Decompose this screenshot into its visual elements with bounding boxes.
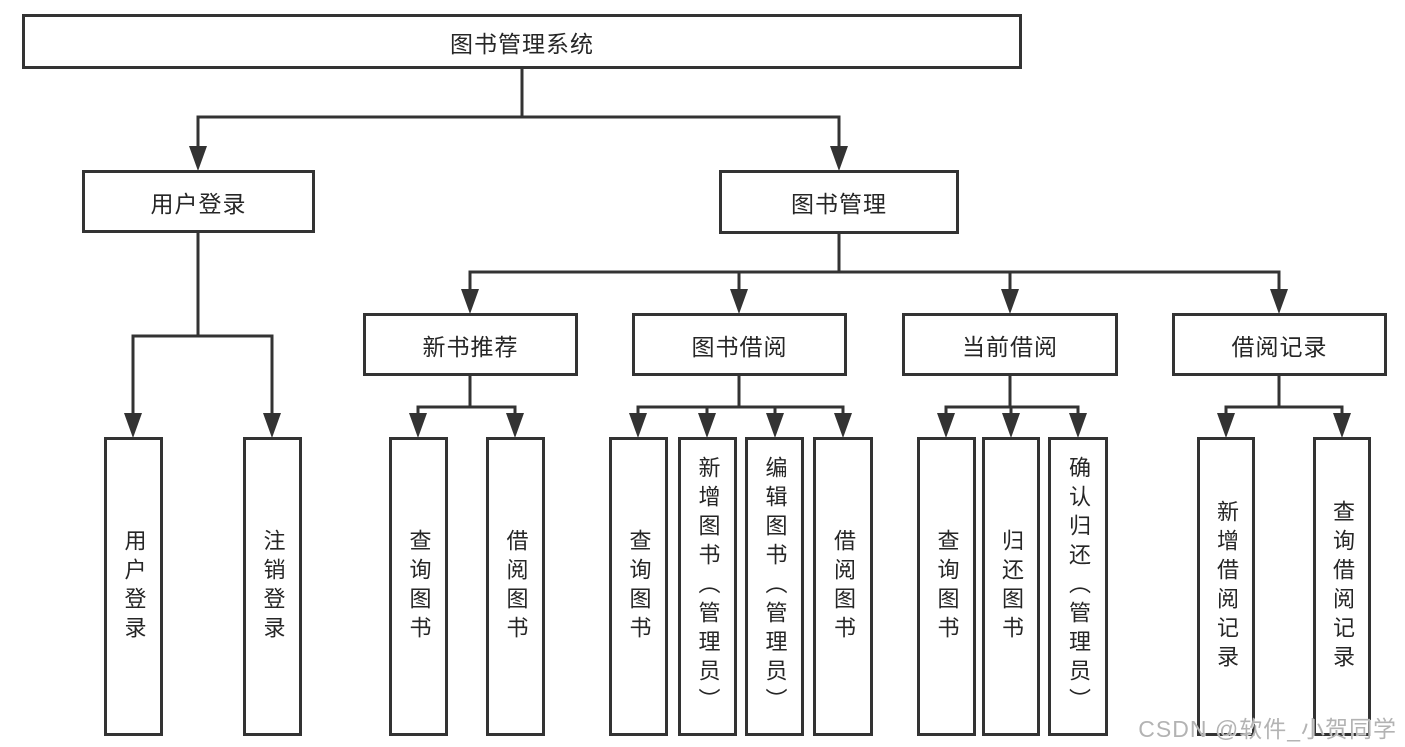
node-book-borrowing: 图书借阅 [632,313,847,376]
node-logout-action: 注销登录 [243,437,302,736]
connector-current-borrowing-branch [944,374,1080,417]
csdn-watermark: CSDN @软件_小贺同学 [1138,716,1397,742]
arrowheads-level4 [124,413,1351,438]
node-borrow-books-recommendation: 借阅图书 [486,437,545,736]
node-current-borrowing: 当前借阅 [902,313,1118,376]
connector-new-book-recommendation-branch [416,374,517,417]
node-user-login-action: 用户登录 [104,437,163,736]
connector-root-to-level2 [196,67,841,150]
connector-book-borrowing-branch [636,374,845,417]
node-new-book-recommendation: 新书推荐 [363,313,578,376]
connector-borrowing-records-branch [1224,374,1344,417]
node-library-management-system: 图书管理系统 [22,14,1022,69]
arrowheads-level3 [461,289,1288,314]
node-return-books: 归还图书 [982,437,1040,736]
node-query-books-current: 查询图书 [917,437,976,736]
node-add-books-admin: 新增图书（管理员） [678,437,737,736]
node-edit-books-admin: 编辑图书（管理员） [745,437,804,736]
node-query-books-recommendation: 查询图书 [389,437,448,736]
node-add-borrowing-record: 新增借阅记录 [1197,437,1255,736]
connector-book-management-branch [468,232,1281,293]
node-borrow-books-borrowing: 借阅图书 [813,437,873,736]
node-confirm-return-admin: 确认归还（管理员） [1048,437,1108,736]
node-book-management: 图书管理 [719,170,959,234]
node-query-books-borrowing: 查询图书 [609,437,668,736]
arrowheads-level2 [189,146,848,171]
node-user-login: 用户登录 [82,170,315,233]
node-query-borrowing-record: 查询借阅记录 [1313,437,1371,736]
node-borrowing-records: 借阅记录 [1172,313,1387,376]
connector-user-login-branch [131,231,274,418]
